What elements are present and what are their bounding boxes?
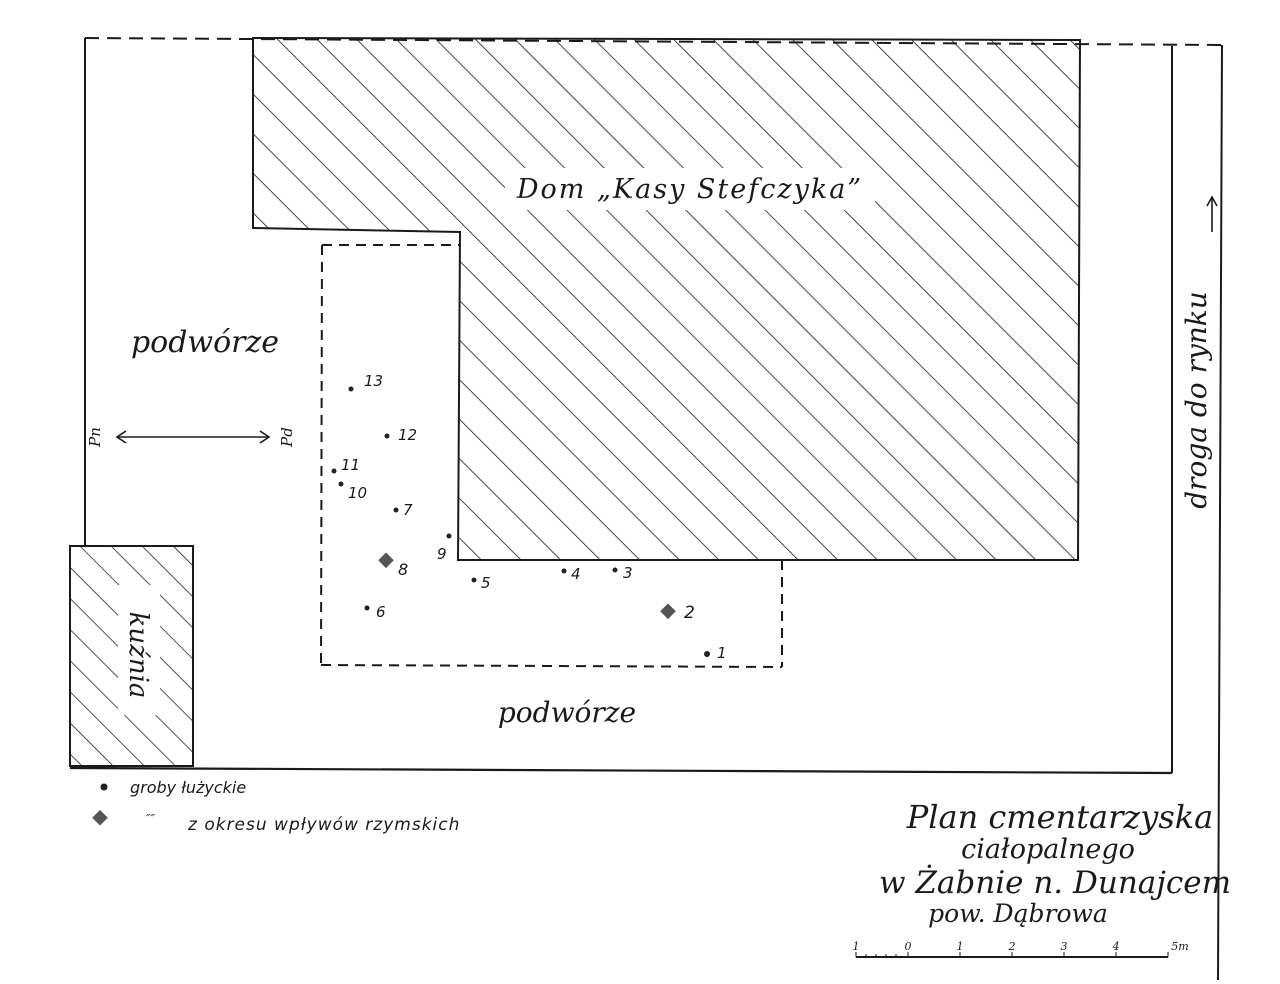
scale-tick-label: 2: [1008, 940, 1016, 953]
scale-tick-label: 4: [1112, 940, 1120, 953]
grave-label: 3: [623, 564, 633, 582]
title-line-2: ciałopalnego: [961, 834, 1135, 865]
legend-ditto: ″″: [146, 812, 155, 826]
grave-11: 11: [331, 456, 360, 474]
kuznia-label-bg: [118, 585, 160, 715]
title-line-4: pow. Dąbrowa: [928, 899, 1108, 928]
grave-label: 13: [364, 372, 383, 390]
grave-10: 10: [338, 481, 367, 502]
grave-8: 8: [378, 552, 408, 579]
building-label: Dom „Kasy Stefczyka”: [516, 174, 863, 205]
grave-label: 5: [481, 574, 491, 592]
grave-label: 10: [348, 484, 367, 502]
grave-label: 9: [437, 545, 447, 563]
legend-dot-icon: [100, 783, 108, 791]
south-label: Pd: [278, 427, 296, 448]
orientation-arrow: [115, 430, 271, 444]
grave-12: 12: [384, 426, 417, 444]
grave-7: 7: [393, 501, 413, 519]
grave-label: 8: [398, 560, 408, 579]
yard-label-west: podwórze: [131, 325, 279, 360]
scale-tick-label: 1: [957, 940, 964, 953]
graves: 1 2 3 4 5 6 7 8 9 10 11 12 13: [331, 372, 727, 662]
grave-4: 4: [561, 565, 581, 583]
grave-6: 6: [364, 603, 386, 621]
grave-9: 9: [437, 533, 452, 563]
excavation-area: [320, 244, 783, 668]
grave-label: 6: [376, 603, 386, 621]
grave-1: 1: [704, 644, 727, 662]
building-label-bg: [505, 168, 875, 210]
kuznia-label: kuźnia: [123, 612, 153, 699]
scale-tick-label: 0: [905, 940, 912, 953]
grave-label: 7: [403, 501, 413, 519]
map-title: Plan cmentarzyska ciałopalnego w Żabnie …: [879, 798, 1231, 928]
grave-5: 5: [471, 574, 491, 592]
grave-label: 11: [341, 456, 360, 474]
scale-bar: 1 0 1 2 3 4 5m: [853, 940, 1189, 958]
grave-2: 2: [660, 603, 695, 623]
title-line-3: w Żabnie n. Dunajcem: [879, 863, 1231, 901]
legend: groby łużyckie ″″ z okresu wpływów rzyms…: [92, 778, 460, 835]
title-line-1: Plan cmentarzyska: [906, 798, 1214, 836]
grave-3: 3: [612, 564, 633, 582]
north-label: Pn: [86, 427, 104, 448]
scale-tick-label: 5m: [1171, 940, 1188, 953]
legend-diamond-icon: [92, 809, 108, 826]
road-arrow: [1206, 195, 1218, 232]
scale-tick-label: 1: [853, 940, 860, 953]
grave-label: 12: [398, 426, 417, 444]
yard-label-south: podwórze: [498, 696, 636, 729]
legend-lusatian: groby łużyckie: [130, 778, 246, 797]
grave-13: 13: [348, 372, 383, 392]
legend-roman: z okresu wpływów rzymskich: [187, 815, 460, 835]
grave-label: 4: [571, 565, 581, 583]
road-label: droga do rynku: [1180, 291, 1213, 509]
grave-label: 1: [717, 644, 727, 662]
building-kasy-stefczyka: [252, 36, 1082, 561]
scale-tick-label: 3: [1061, 940, 1068, 953]
grave-label: 2: [684, 603, 695, 623]
